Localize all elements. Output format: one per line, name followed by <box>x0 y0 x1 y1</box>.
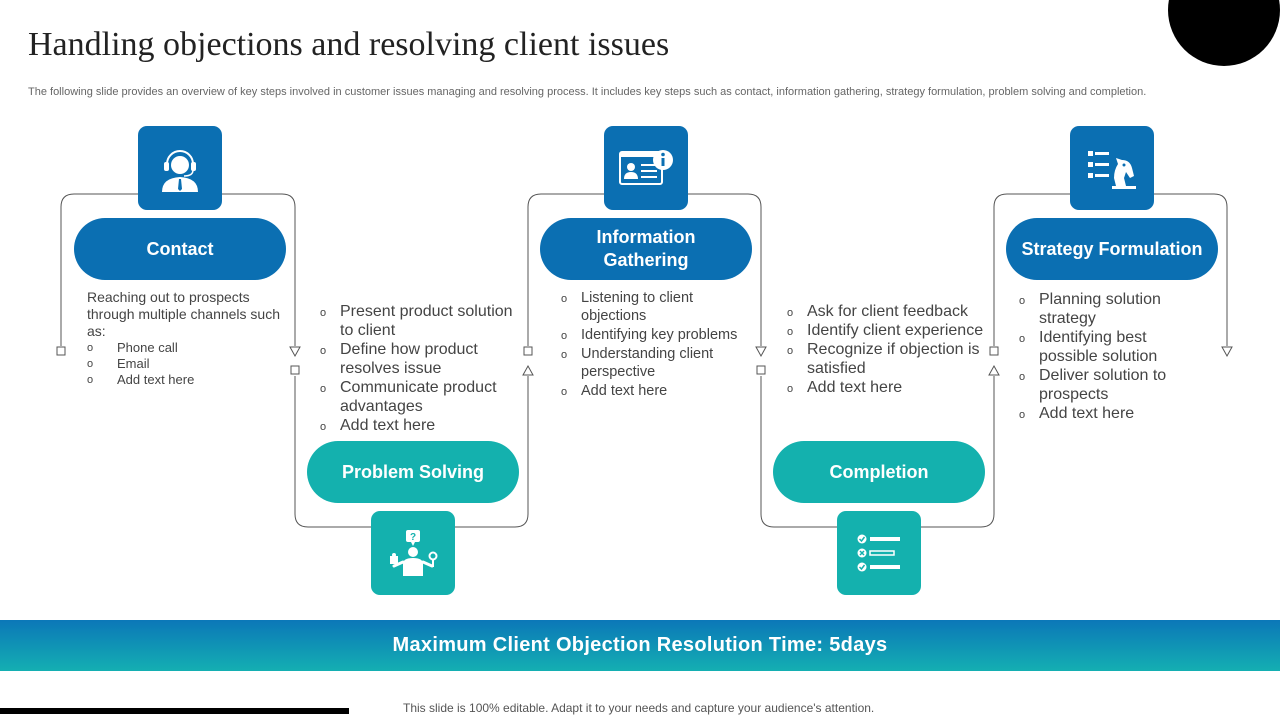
step-information-gathering-pill: Information Gathering <box>540 218 752 280</box>
resolution-time-banner: Maximum Client Objection Resolution Time… <box>0 620 1280 671</box>
step-contact-description: Reaching out to prospects through multip… <box>87 289 282 388</box>
profile-card-info-icon <box>604 126 688 210</box>
connector-line <box>688 193 762 346</box>
connector-square-marker <box>56 346 66 356</box>
step-strategy-formulation-pill: Strategy Formulation <box>1006 218 1218 280</box>
connector-line <box>454 376 529 528</box>
svg-text:?: ? <box>410 532 416 543</box>
connector-line <box>60 193 138 346</box>
connector-arrow-up <box>988 364 1000 376</box>
connector-square-marker <box>756 365 766 375</box>
customer-support-headset-icon <box>138 126 222 210</box>
banner-text: Maximum Client Objection Resolution Time… <box>392 634 888 656</box>
page-subtitle: The following slide provides an overview… <box>28 86 1147 98</box>
connector-arrow-down <box>289 346 301 358</box>
thinking-person-puzzle-icon: ? <box>371 511 455 595</box>
connector-line <box>221 193 296 346</box>
step-completion-pill: Completion <box>773 441 985 503</box>
connector-arrow-down <box>755 346 767 358</box>
connector-line <box>527 193 604 346</box>
connector-line <box>294 376 371 528</box>
footer-accent-bar <box>0 708 349 714</box>
connector-line <box>1154 193 1228 346</box>
step-problem-solving-pill: Problem Solving <box>307 441 519 503</box>
connector-line <box>993 193 1070 346</box>
connector-arrow-up <box>522 364 534 376</box>
footer-note: This slide is 100% editable. Adapt it to… <box>403 701 875 715</box>
connector-line <box>921 376 995 528</box>
contact-intro-text: Reaching out to prospects through multip… <box>87 289 281 339</box>
chess-knight-strategy-icon <box>1070 126 1154 210</box>
connector-line <box>760 376 837 528</box>
page-title: Handling objections and resolving client… <box>28 26 670 63</box>
connector-square-marker <box>989 346 999 356</box>
checklist-icon <box>837 511 921 595</box>
connector-square-marker <box>523 346 533 356</box>
connector-square-marker <box>290 365 300 375</box>
connector-arrow-down <box>1221 346 1233 358</box>
step-contact-pill: Contact <box>74 218 286 280</box>
